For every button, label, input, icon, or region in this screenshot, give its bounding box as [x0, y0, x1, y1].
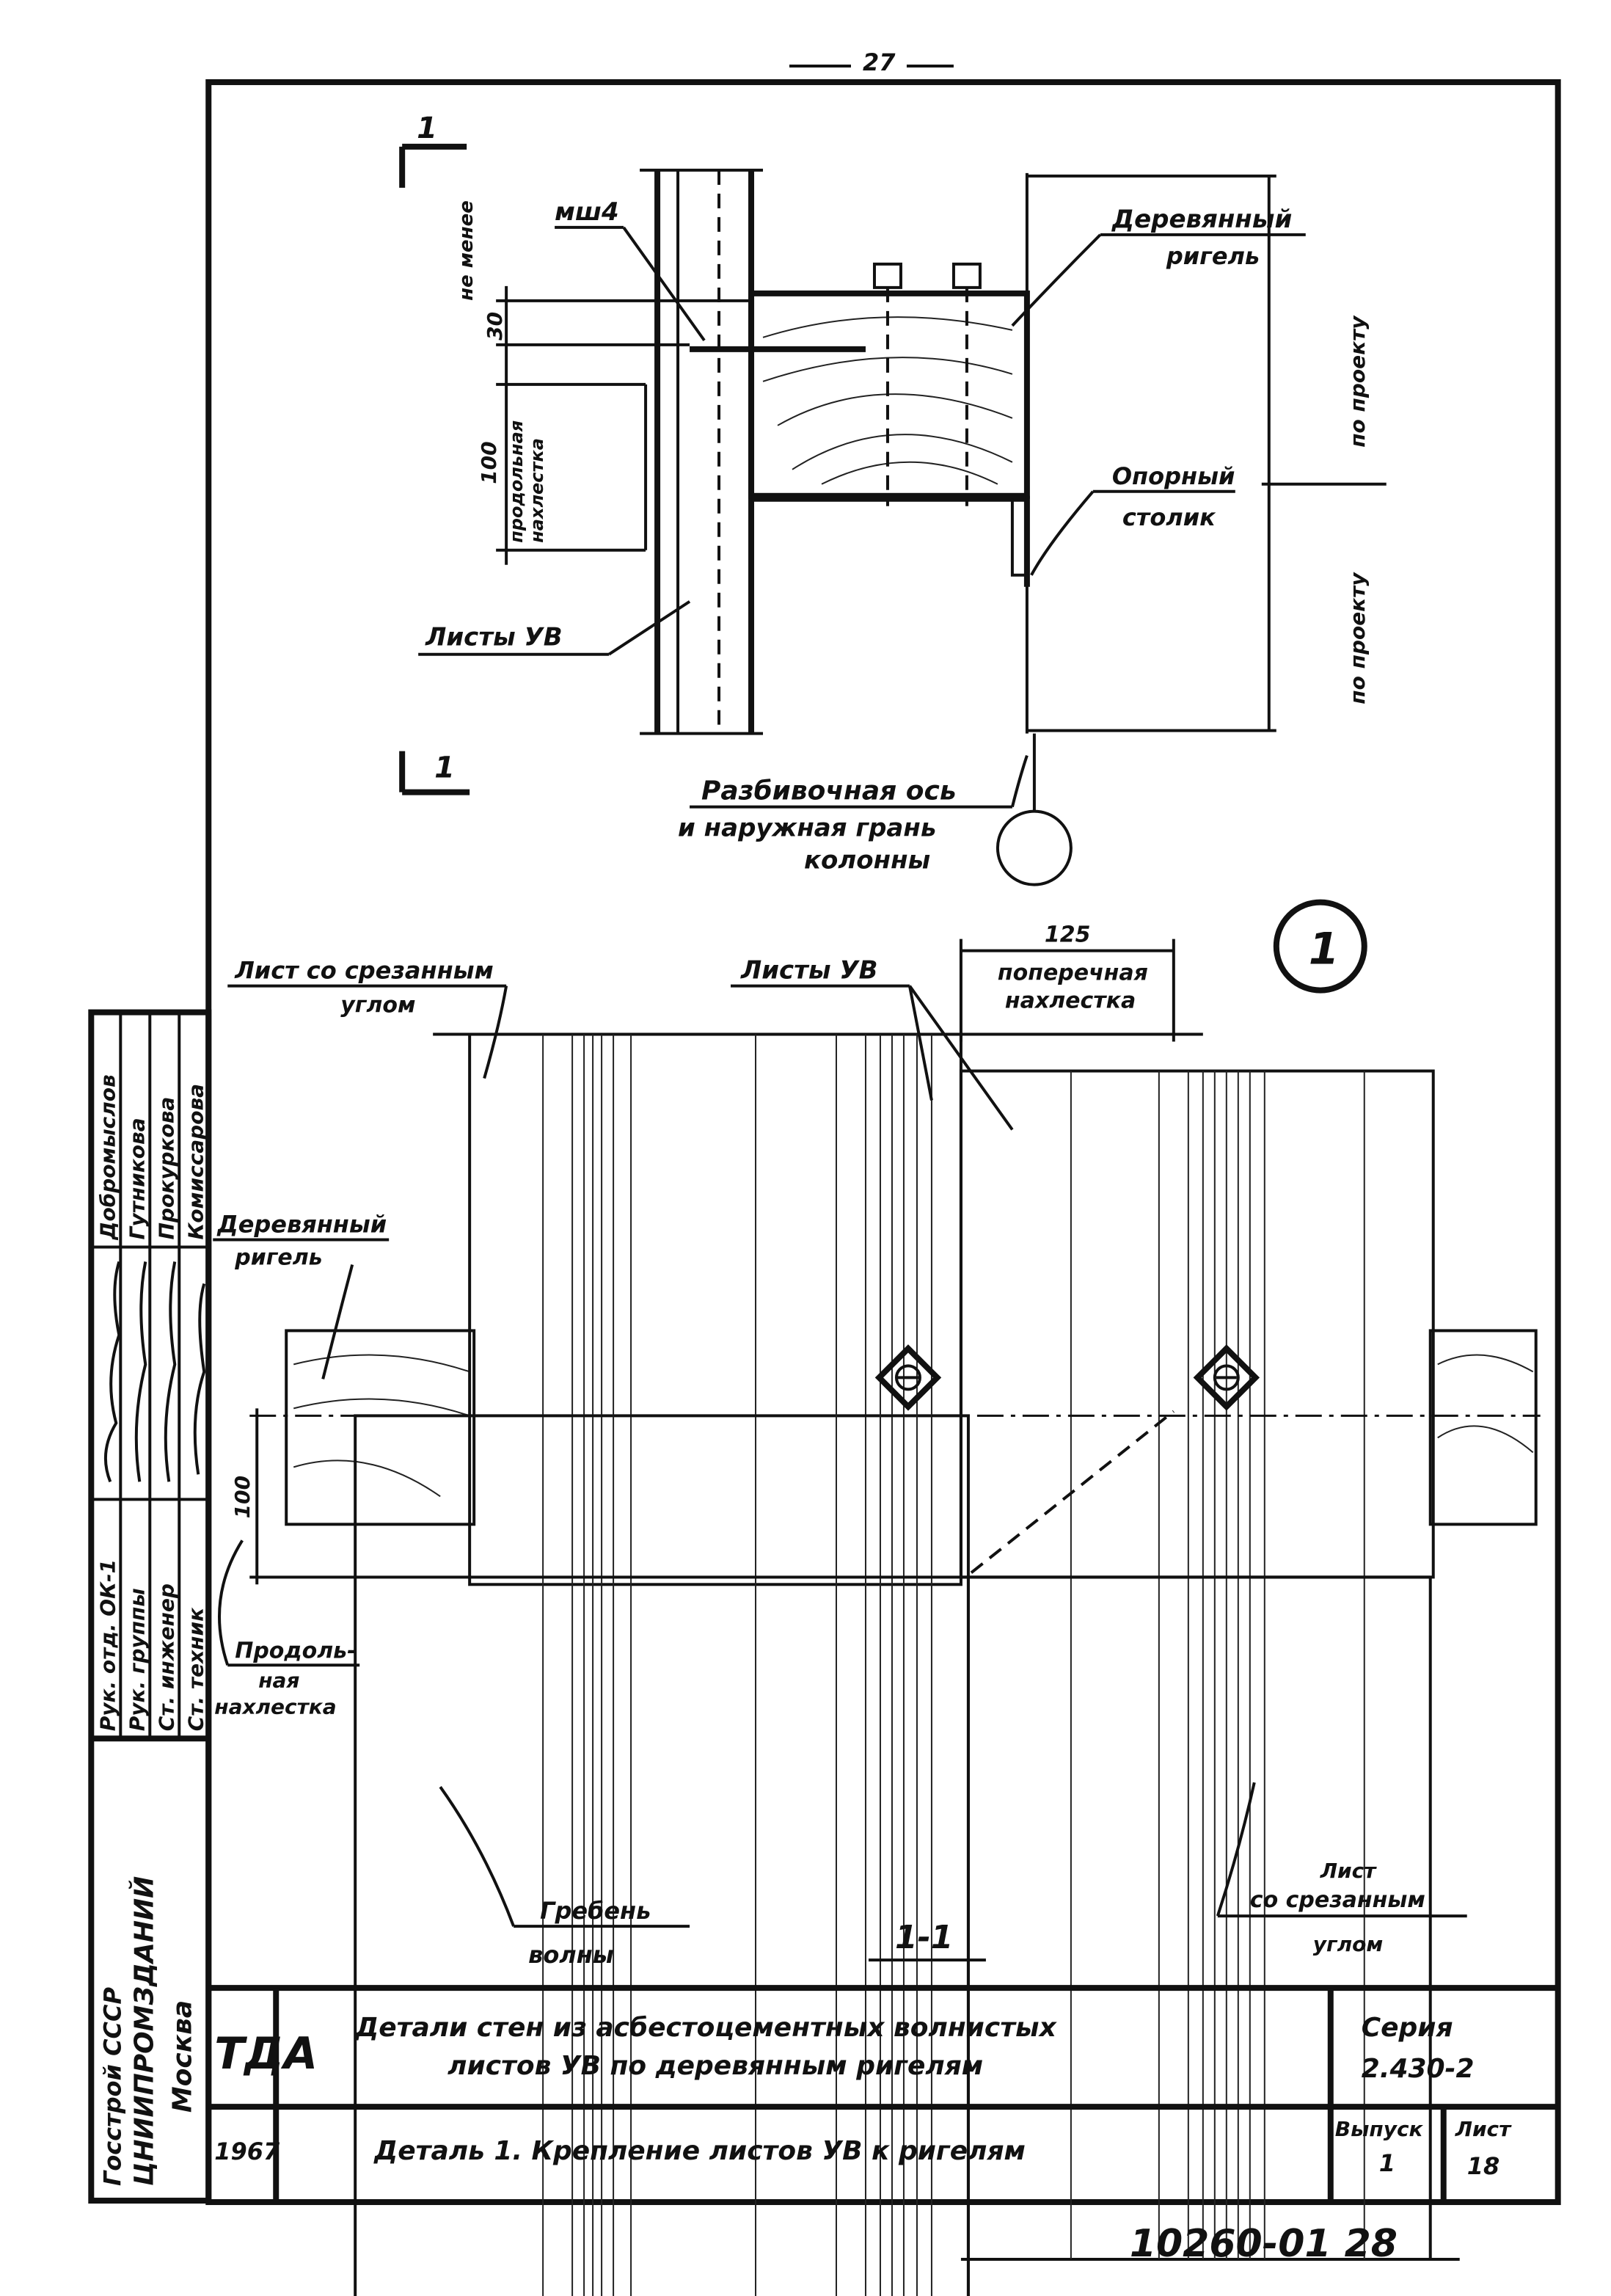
min-label: не менее [456, 200, 478, 301]
title-line-2: листов УВ по деревянным ригелям [448, 2051, 983, 2081]
stamp-role-3: Ст. инженер [154, 1583, 178, 1731]
cross-overlap-label-2: нахлестка [1005, 988, 1136, 1014]
top-detail: 1 1 не менее [399, 112, 1387, 994]
rigel-label-2: ригель [1166, 242, 1260, 270]
fastener-right [1193, 1344, 1260, 1411]
org-line-3: Москва [167, 2000, 197, 2113]
support-label-2: столик [1122, 503, 1216, 531]
per-project-1: по проекту [1345, 315, 1370, 448]
long-overlap-2: ная [258, 1668, 299, 1692]
crest-label-1: Гребень [540, 1897, 651, 1925]
year: 1967 [214, 2138, 280, 2165]
cut-sheet-right-2: со срезанным [1250, 1887, 1425, 1913]
min-value: 30 [483, 312, 507, 340]
detail-number: 1 [1309, 924, 1340, 975]
cut-sheet-left-2: углом [340, 993, 415, 1018]
section-mark-top: 1 [417, 112, 437, 145]
overlap-value: 100 [230, 1476, 255, 1518]
org-line-1: Госстрой СССР [98, 1987, 126, 2186]
issue-value: 1 [1379, 2149, 1395, 2177]
overlap-label-1: продольная [506, 420, 527, 543]
series-value: 2.430-2 [1362, 2054, 1475, 2084]
overlap-value: 100 [477, 441, 501, 484]
org-line-2: ЦНИИПРОМЗДАНИЙ [128, 1876, 159, 2186]
axis-label-1: Разбивочная ось [701, 776, 957, 806]
issue-label: Выпуск [1335, 2117, 1424, 2141]
subtitle: Деталь 1. Крепление листов УВ к ригелям [373, 2136, 1026, 2166]
stamp-name-4: Комиссарова [183, 1084, 208, 1240]
page-number: 27 [863, 48, 896, 76]
stamp-role-4: Ст. техник [183, 1607, 208, 1731]
series-label: Серия [1362, 2013, 1453, 2043]
axis-label-3: колонны [804, 846, 930, 875]
cut-sheet-left-1: Лист со срезанным [234, 957, 493, 985]
support-label-1: Опорный [1112, 462, 1235, 490]
cross-overlap-value: 125 [1045, 922, 1091, 948]
sheet-value: 18 [1467, 2152, 1500, 2180]
title-line-1: Детали стен из асбестоцементных волнисты… [354, 2013, 1057, 2043]
detail-number-circle [1273, 899, 1367, 994]
section-mark-bottom: 1 [434, 751, 455, 785]
per-project-2: по проекту [1345, 572, 1370, 704]
axis-marker-circle [996, 809, 1073, 886]
sheets-label-bottom: Листы УВ [740, 956, 877, 985]
rigel-label-bottom-1: Деревянный [216, 1210, 387, 1238]
long-overlap-1: Продоль- [235, 1638, 356, 1663]
cut-sheet-right-1: Лист [1320, 1859, 1377, 1883]
long-overlap-3: нахлестка [214, 1694, 336, 1719]
signatures [103, 1261, 206, 1483]
overlap-label-2: нахлестка [527, 438, 547, 543]
stamp-role-2: Рук. группы [125, 1588, 149, 1731]
sheets-label: Листы УВ [425, 623, 562, 652]
fastener-left [874, 1344, 942, 1411]
approval-stamp: Рук. отд. ОК-1 Рук. группы Ст. инженер С… [88, 1009, 212, 2204]
crest-label-2: волны [528, 1941, 614, 1969]
title-block: ТДА Детали стен из асбестоцементных волн… [208, 1985, 1558, 2201]
fastener-label: мш4 [555, 197, 618, 227]
stamp-name-1: Добромыслов [95, 1074, 120, 1240]
rigel-label-bottom-2: ригель [234, 1244, 322, 1270]
section-title: 1-1 [895, 1919, 953, 1956]
sheet-label: Лист [1455, 2117, 1512, 2141]
rigel-label-1: Деревянный [1111, 205, 1292, 234]
cross-overlap-label-1: поперечная [998, 961, 1148, 986]
stamp-name-2: Гутникова [125, 1118, 149, 1239]
stamp-name-3: Прокуркова [154, 1097, 178, 1240]
axis-label-2: и наружная грань [678, 814, 936, 843]
stamp-role-1: Рук. отд. ОК-1 [95, 1559, 120, 1731]
logo-tda: ТДА [214, 2028, 318, 2080]
section-1-1: 125 поперечная нахлестка 100 Лист со сре… [213, 922, 1541, 2296]
archive-number: 10260-01 28 [1130, 2222, 1398, 2266]
cut-sheet-right-3: углом [1313, 1932, 1383, 1956]
